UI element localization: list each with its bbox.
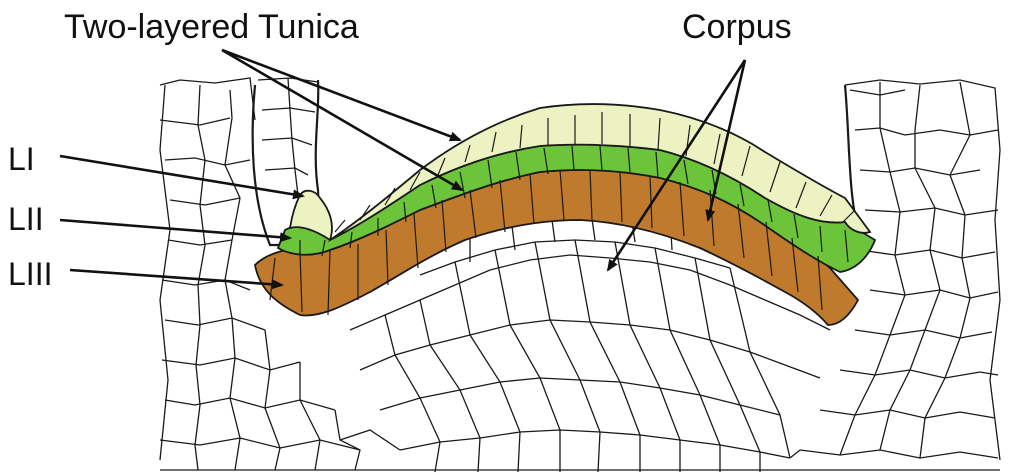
corpus-label: Corpus	[682, 8, 792, 46]
tunica-arrow-l1	[222, 50, 460, 140]
l2-arrow	[60, 220, 290, 238]
l1-label: LI	[8, 141, 35, 177]
tunica-label: Two-layered Tunica	[64, 8, 359, 46]
l2-label: LII	[8, 201, 44, 237]
l3-label: LIII	[8, 256, 52, 292]
tunica-arrow-l2	[222, 50, 462, 190]
l1-arrow	[60, 156, 303, 196]
